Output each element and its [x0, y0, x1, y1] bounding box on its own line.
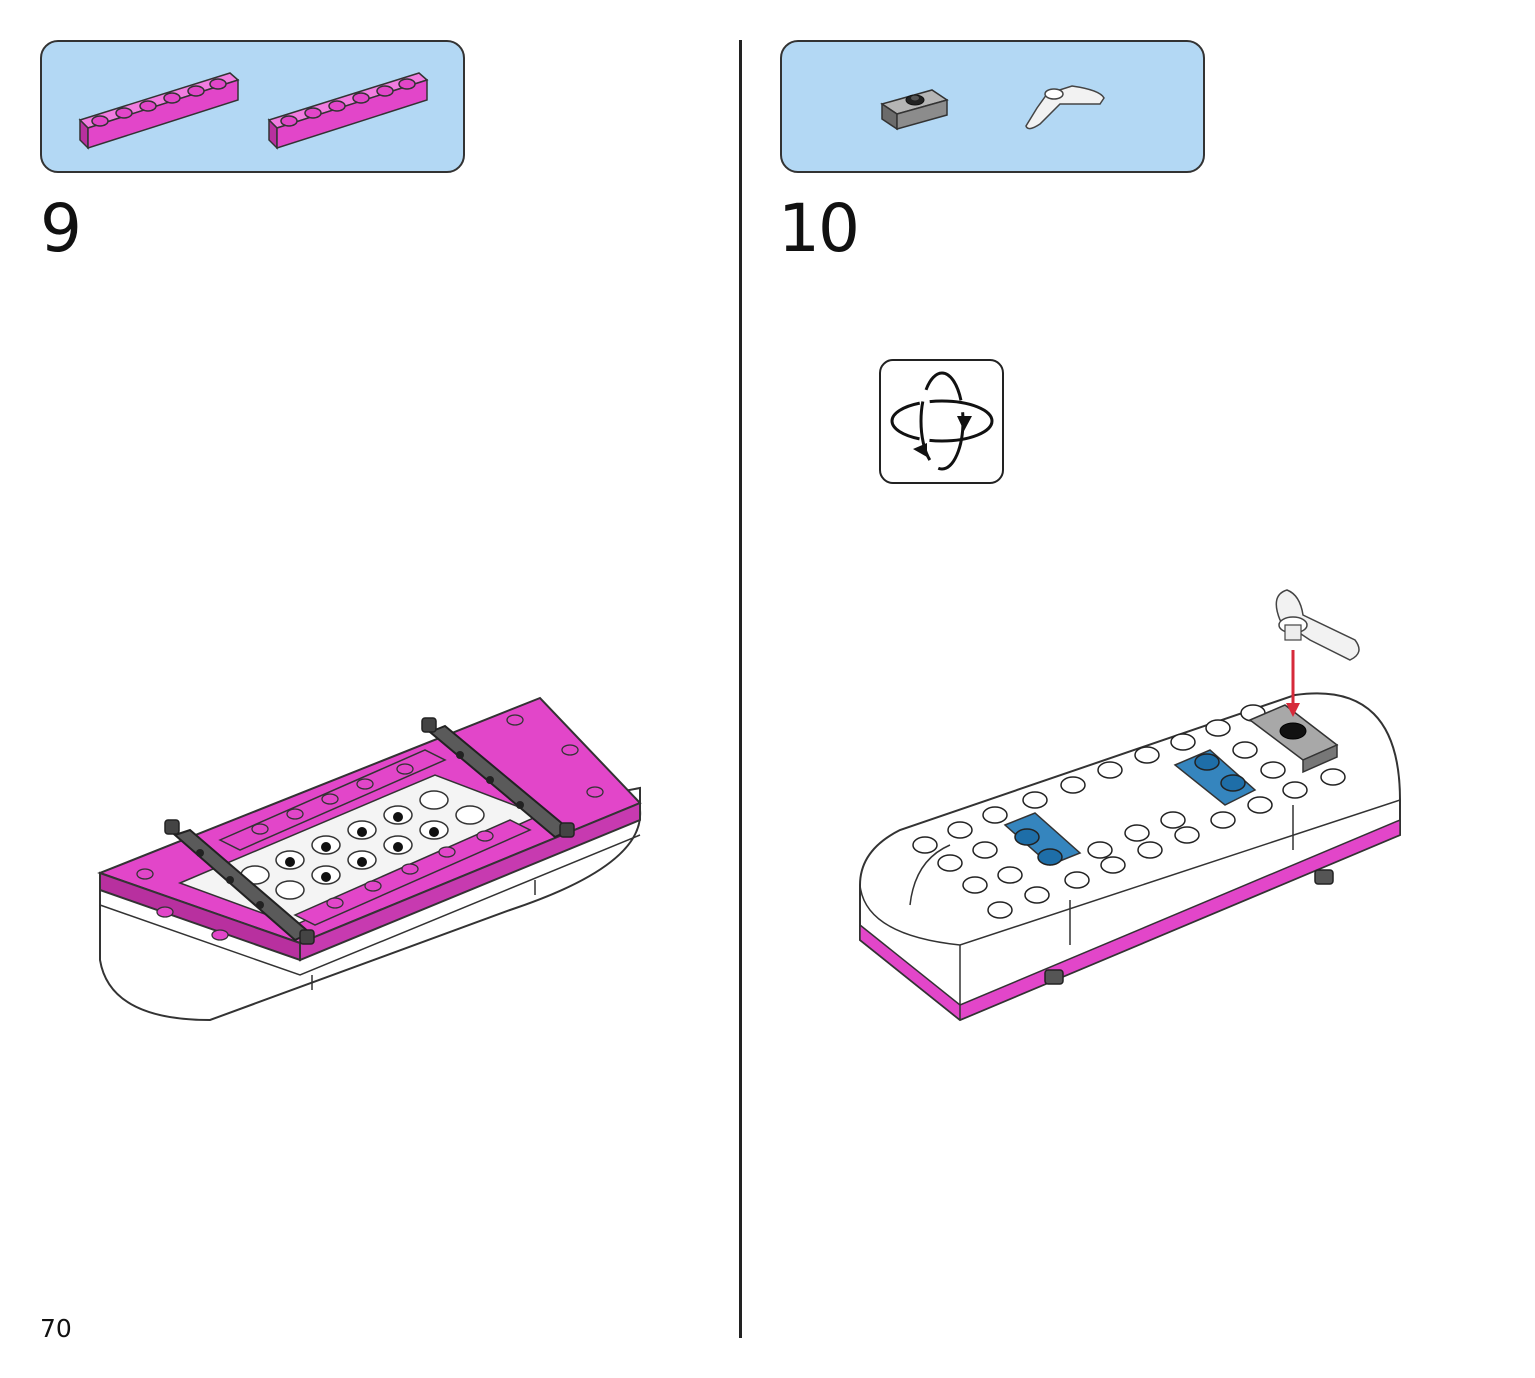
page-number: 70: [40, 1314, 72, 1343]
step-number: 9: [40, 190, 82, 267]
step-10-model-illustration: [859, 589, 1401, 1022]
propeller-placement: [1275, 589, 1360, 661]
step-9-model-illustration: [97, 696, 642, 1022]
dark-gray-jumper-plate-part: [880, 89, 949, 131]
white-propeller-part: [1025, 85, 1105, 130]
pink-plate-1x6-part: [267, 72, 429, 150]
pink-plate-1x6-parts: [78, 72, 429, 150]
rotate-model-icon: [890, 371, 994, 471]
step-10-parts-box: [780, 40, 1205, 173]
step-9-parts-box: [40, 40, 465, 173]
rotate-model-callout: [879, 359, 1004, 484]
pink-plate-1x6-part: [78, 72, 240, 150]
step-10-parts: [880, 85, 1105, 131]
page-divider: [739, 40, 742, 1338]
step-number: 10: [778, 190, 860, 267]
